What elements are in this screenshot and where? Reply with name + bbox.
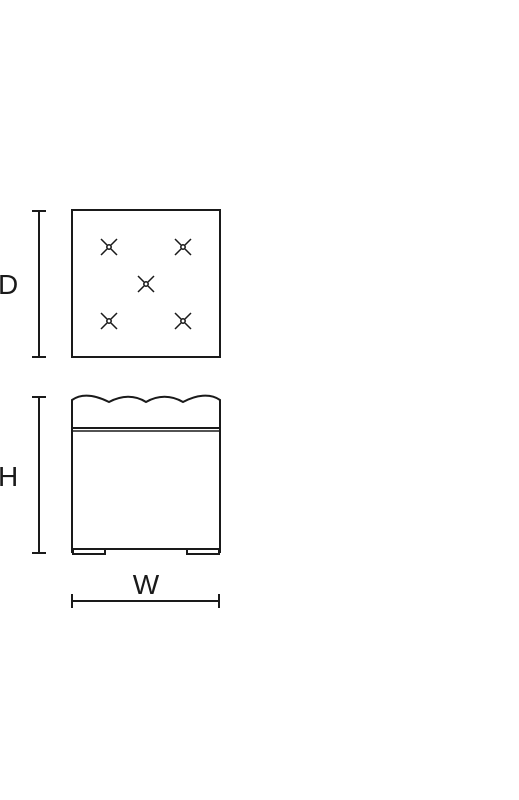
tufting-button [100, 238, 118, 256]
left-foot [72, 548, 106, 555]
tufting-button [174, 312, 192, 330]
width-dimension: W [71, 569, 220, 608]
width-label: W [133, 569, 160, 600]
front-view [71, 394, 221, 555]
depth-label: D [0, 269, 18, 300]
tufting-button [137, 275, 155, 293]
height-label: H [0, 461, 18, 492]
depth-dimension: D [0, 210, 46, 358]
tufting-button [100, 312, 118, 330]
right-foot [186, 548, 220, 555]
top-view-outline [71, 209, 221, 358]
height-dimension: H [0, 396, 46, 554]
top-view [71, 209, 221, 358]
tufting-button [174, 238, 192, 256]
cushion-top-outline [71, 394, 221, 428]
